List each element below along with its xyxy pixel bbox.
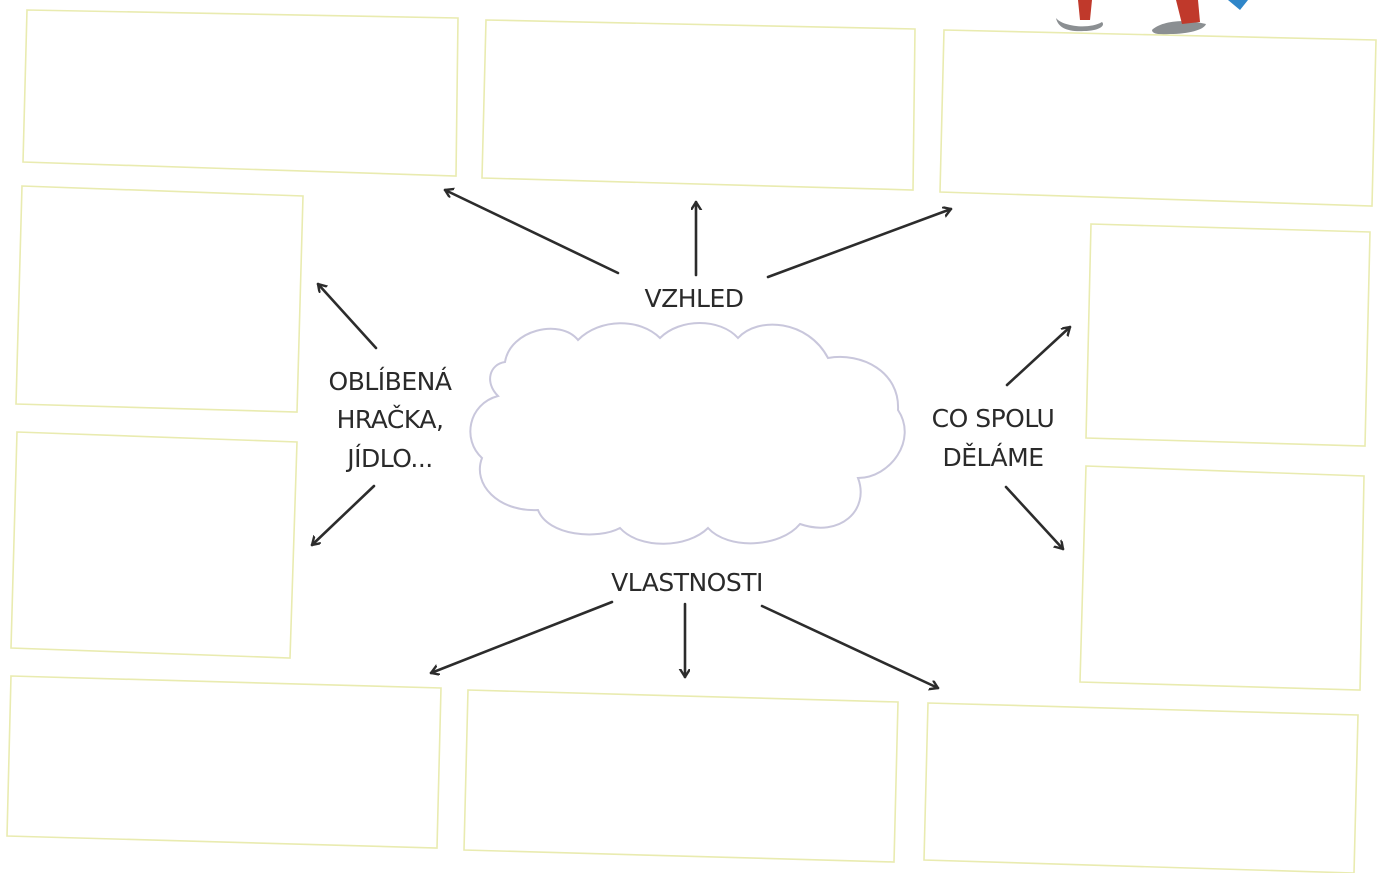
answer-box-right-lower[interactable]	[1079, 465, 1365, 691]
label-oblibena-line-1: OBLÍBENÁ	[329, 367, 452, 396]
label-oblibena-line-3: JÍDLO...	[345, 444, 433, 473]
arrow-spolu-to-right-upper	[1005, 325, 1072, 387]
center-cloud[interactable]	[469, 322, 906, 545]
answer-box-left-lower[interactable]	[10, 431, 298, 659]
arrow-spolu-to-right-lower	[1004, 485, 1065, 551]
answer-box-bottom-center[interactable]	[463, 689, 899, 863]
arrow-vzhled-to-top-right	[766, 209, 953, 279]
label-oblibena-line-2: HRAČKA,	[337, 404, 444, 434]
label-spolu-line-2: DĚLÁME	[942, 443, 1043, 472]
arrow-oblibena-to-left-lower	[310, 484, 376, 547]
label-vzhled: VZHLED	[644, 284, 743, 313]
arrow-vzhled-to-top-left	[443, 190, 620, 275]
answer-box-bottom-right[interactable]	[923, 702, 1359, 873]
label-vlastnosti: VLASTNOSTI	[611, 568, 763, 597]
answer-box-bottom-left[interactable]	[6, 675, 442, 849]
answer-box-left-upper[interactable]	[15, 185, 304, 413]
answer-box-right-upper[interactable]	[1085, 223, 1371, 447]
label-spolu-line-1: CO SPOLU	[932, 404, 1055, 433]
arrow-vlastnosti-to-bottom-left	[429, 600, 614, 673]
answer-box-top-right[interactable]	[939, 29, 1377, 207]
answer-box-top-left[interactable]	[22, 9, 459, 177]
character-feet-illustration	[1056, 0, 1248, 35]
arrow-oblibena-to-left-upper	[316, 282, 378, 350]
answer-box-top-center[interactable]	[481, 19, 916, 191]
arrow-vlastnosti-to-bottom-right	[760, 604, 940, 688]
